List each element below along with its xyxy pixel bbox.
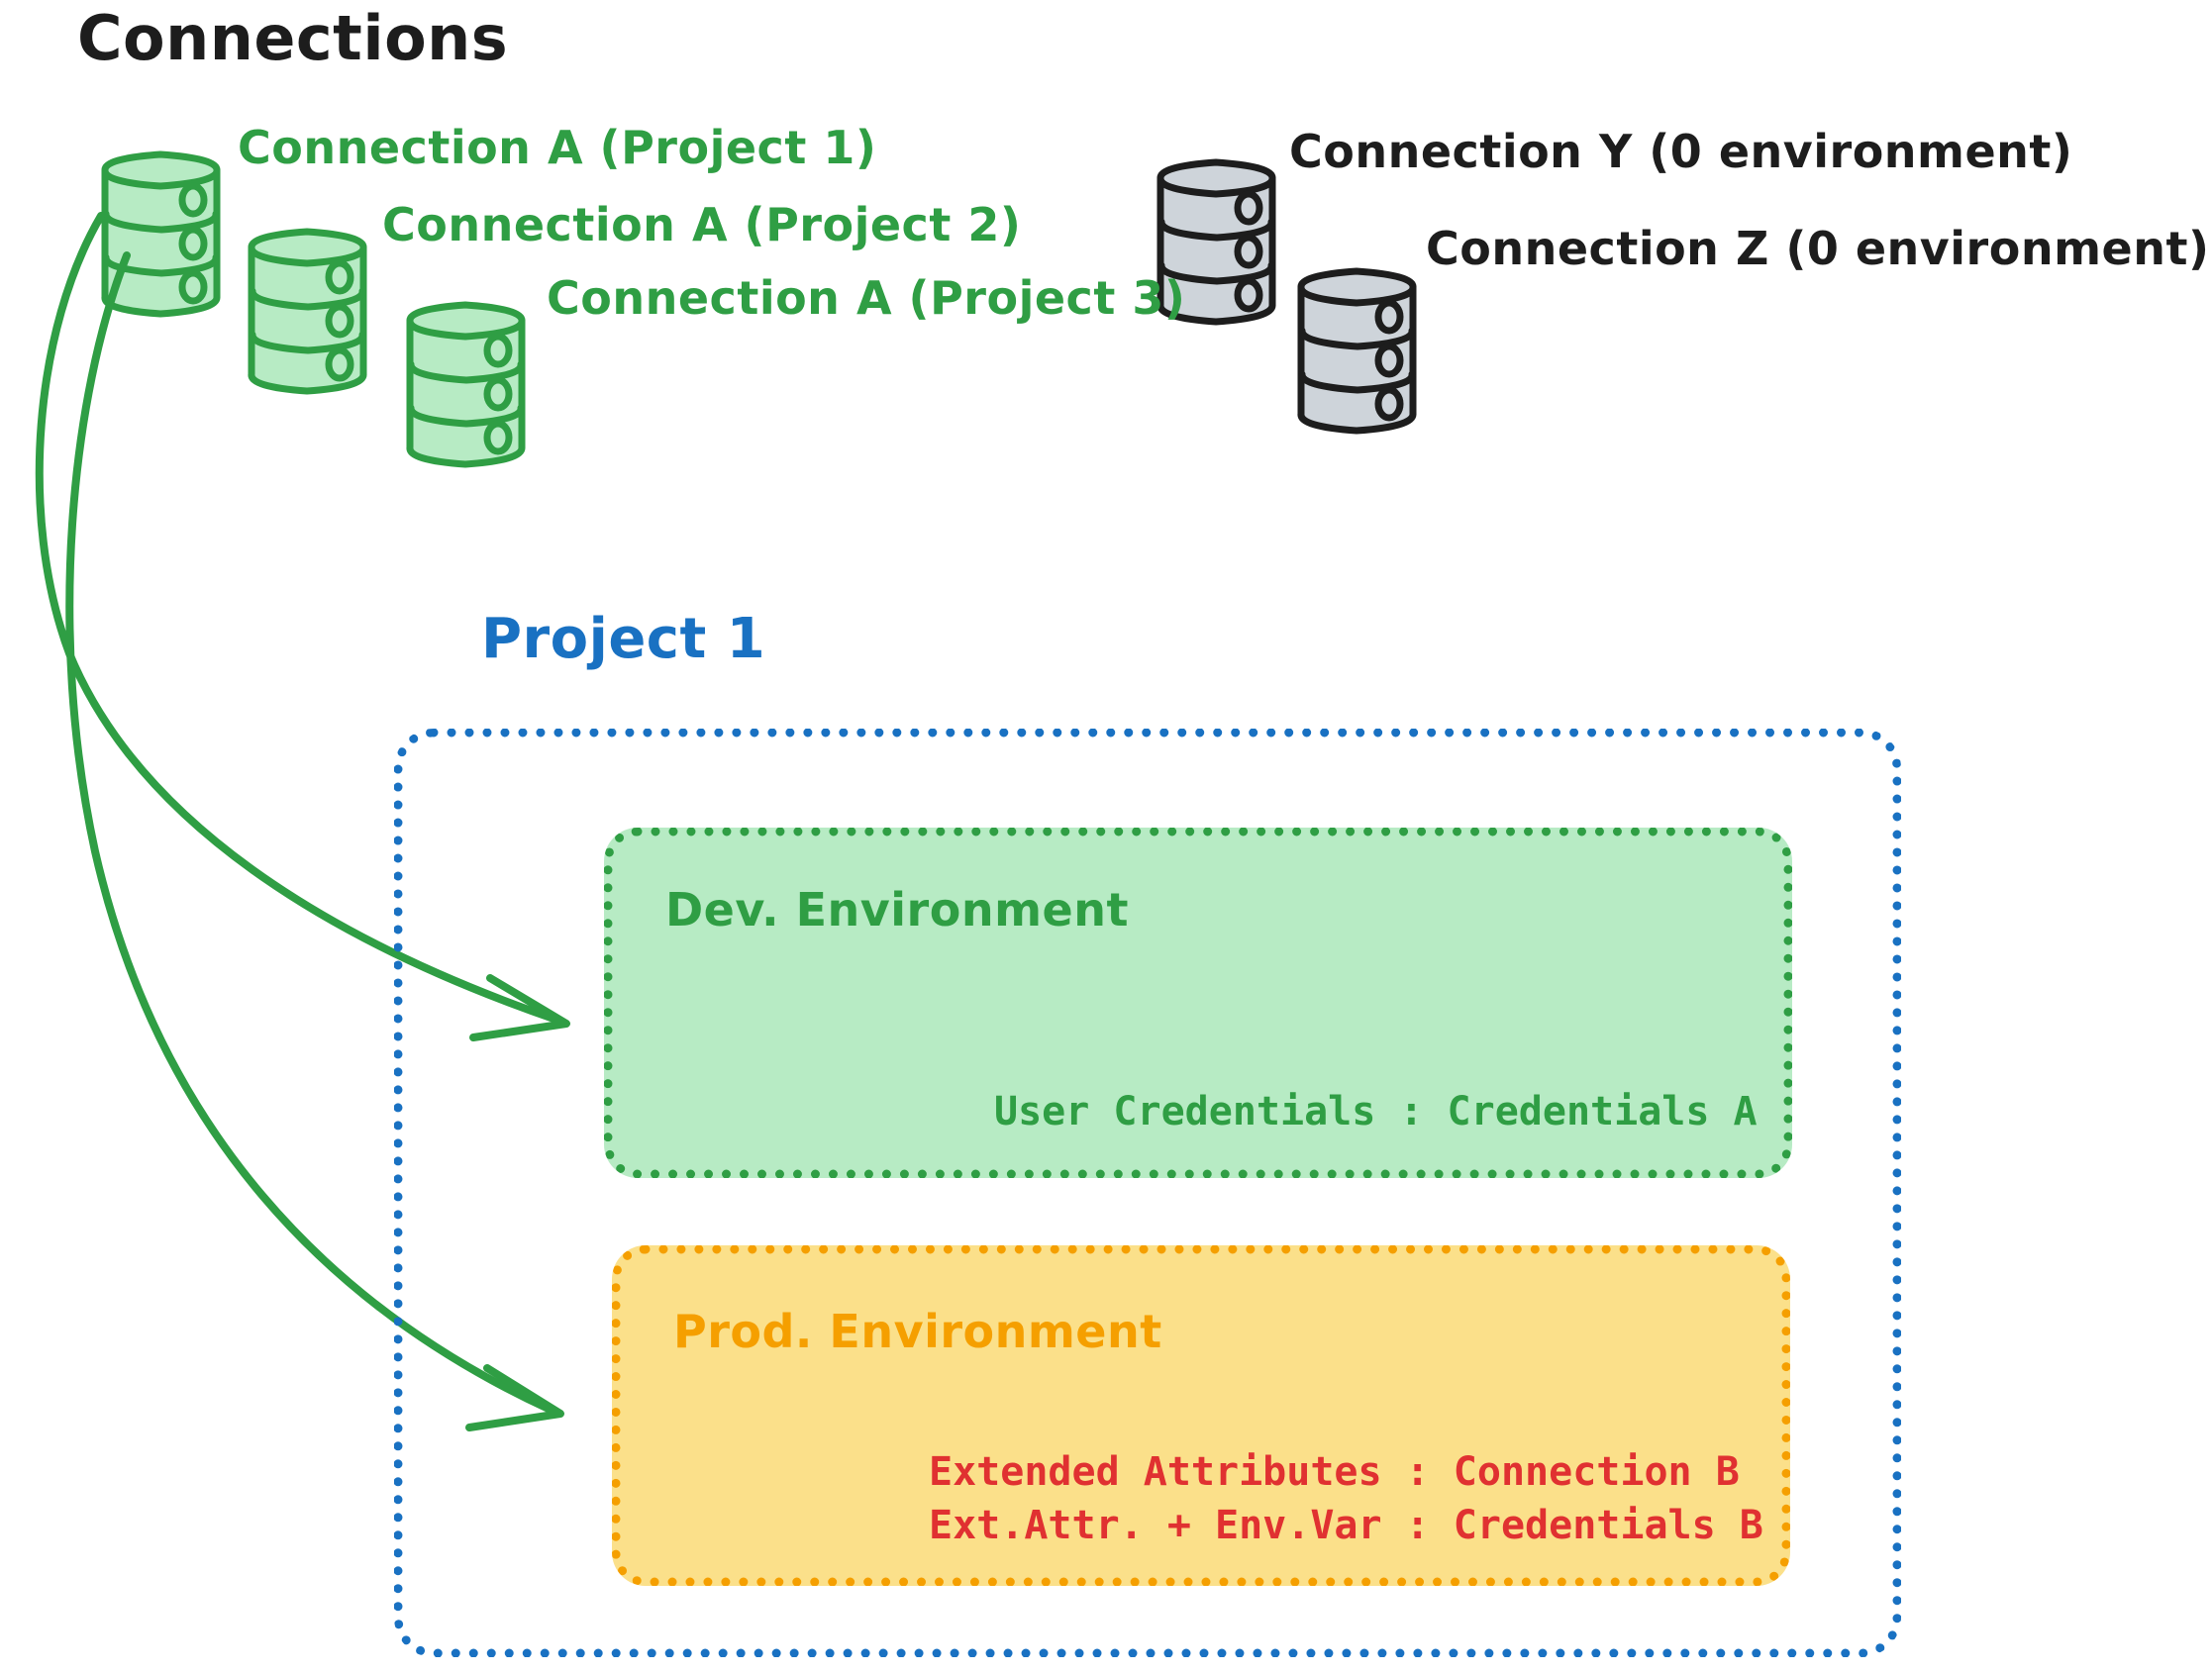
database-cylinder-icon-connection-z (1301, 271, 1413, 431)
connection-label-a3: Connection A (Project 3) (547, 271, 1186, 325)
connection-label-a2: Connection A (Project 2) (382, 198, 1022, 251)
connection-label-y: Connection Y (0 environment) (1289, 125, 2073, 178)
connection-label-a1: Connection A (Project 1) (238, 121, 877, 174)
dev-environment-box (604, 828, 1792, 1178)
prod-environment-credentials-line: Ext.Attr. + Env.Var : Credentials B (929, 1503, 1763, 1548)
prod-environment-attributes-line: Extended Attributes : Connection B (929, 1449, 1740, 1495)
database-cylinder-icon-connection-a3 (410, 305, 522, 464)
prod-environment-box (612, 1245, 1790, 1586)
page-title: Connections (77, 2, 509, 74)
dev-environment-credentials-line: User Credentials : Credentials A (994, 1089, 1758, 1134)
arrow-connection-a1-to-prod-environment (65, 251, 564, 1431)
project-container-box (394, 729, 1901, 1657)
database-cylinder-icon-connection-a1 (105, 154, 217, 314)
project-title: Project 1 (481, 607, 766, 671)
prod-environment-title: Prod. Environment (673, 1305, 1162, 1358)
connection-label-z: Connection Z (0 environment) (1426, 222, 2210, 275)
database-cylinder-icon-connection-a2 (251, 232, 363, 391)
dev-environment-title: Dev. Environment (665, 883, 1129, 936)
arrow-connection-a1-to-dev-environment (35, 212, 570, 1041)
